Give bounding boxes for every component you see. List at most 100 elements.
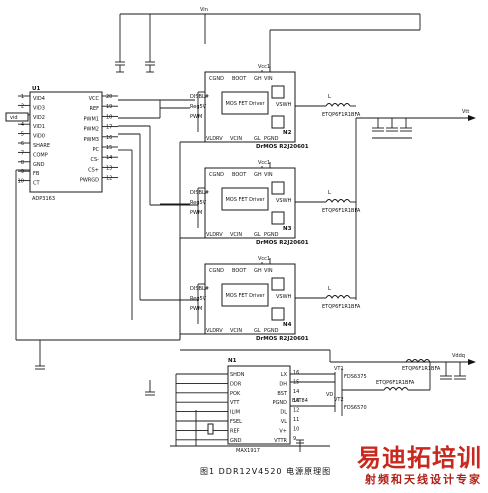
drmos-pin-boot: BOOT (232, 268, 247, 274)
vcc1-label: Vcc1 (258, 160, 270, 166)
drmos-part: DrMOS R2J20601 (256, 240, 309, 246)
fds6570-label: FDS6570 (344, 405, 367, 411)
controller-adp3163: U1 ADP3163 VID41VID32VID23VID14VID05SHAR… (18, 86, 118, 202)
drmos-part: DrMOS R2J20601 (256, 336, 309, 342)
ddr-pin-left: VTT (230, 400, 240, 406)
drmos-pin-vcin: VCIN (230, 136, 242, 142)
ddr-pin-num: 13 (293, 398, 299, 404)
bat-diode-label: BAT84 (292, 398, 308, 404)
drmos-pin-boot: BOOT (232, 76, 247, 82)
inductor-part: ETQP6F1R1BFA (322, 112, 361, 118)
drmos-pin-vsw: VSWH (276, 294, 292, 300)
drmos-pin-vcin: VCIN (230, 328, 242, 334)
controller-pin-left: VID3 (33, 105, 45, 111)
drmos-pin-pwm: PWM (190, 306, 202, 312)
drmos-pin-pwm: PWM (190, 114, 202, 120)
controller-pin-right: VCC (89, 96, 100, 102)
controller-pin-num-right: 14 (106, 155, 112, 161)
watermark-subtitle: 射频和天线设计专家 (365, 473, 482, 486)
drmos-pin-gl: GL (254, 232, 261, 238)
drmos-pin-vin: VIN (264, 172, 273, 178)
drmos-pin-reg: Reg5V (190, 200, 207, 206)
watermark-title: 易迪拓培训 (357, 444, 482, 472)
controller-ref: U1 (32, 86, 40, 92)
drmos-pin-reg: Reg5V (190, 104, 207, 110)
drmos-pin-vldrv: VLDRV (206, 136, 223, 142)
controller-pin-num-left: 5 (21, 132, 24, 138)
drmos-pin-cgnd: CGND (209, 172, 224, 178)
controller-part: ADP3163 (32, 196, 55, 202)
ddr-pin-num: 12 (293, 408, 299, 414)
vcc1-label: Vcc1 (258, 256, 270, 262)
drmos-pin-gh: GH (254, 172, 262, 178)
ddr-pin-left: FSEL (230, 419, 242, 425)
drmos-pin-pgnd: PGND (264, 136, 279, 142)
drmos-pin-boot: BOOT (232, 172, 247, 178)
drmos-pin-pgnd: PGND (264, 232, 279, 238)
controller-pin-num-left: 9 (21, 169, 24, 175)
drmos-driver-core: MOS FET Driver (225, 101, 265, 107)
ddr-pin-left: GND (230, 438, 242, 444)
fds6375-label: FDS6375 (344, 374, 367, 380)
controller-pin-right: PC (92, 147, 99, 153)
drmos-pin-gl: GL (254, 328, 261, 334)
drmos-pin-vin: VIN (264, 268, 273, 274)
controller-pin-num-right: 17 (106, 125, 112, 131)
ddr-pin-right: DH (279, 381, 287, 387)
controller-pin-right: PWM2 (84, 127, 99, 133)
controller-pin-num-right: 19 (106, 104, 112, 110)
drmos-pin-gh: GH (254, 76, 262, 82)
controller-pin-num-left: 10 (18, 179, 24, 185)
drmos-ref: N3 (283, 226, 292, 232)
output-rail-vtt: Vtt (355, 109, 476, 300)
drmos-part: DrMOS R2J20601 (256, 144, 309, 150)
ddr-pin-right: VTTR (274, 438, 287, 444)
ddr-pin-num: 16 (293, 370, 299, 376)
controller-pin-right: CS- (91, 157, 100, 163)
vd-label: VD (326, 392, 333, 398)
input-capacitors (115, 61, 155, 73)
ddr-reg-part: MAX1917 (236, 448, 260, 454)
vid-label: vid (10, 115, 18, 121)
ddr-pin-right: V+ (279, 428, 287, 434)
controller-pin-left: VID2 (33, 115, 45, 121)
ddr-pin-right: VL (281, 419, 287, 425)
vt2-label: VT2 (334, 397, 344, 403)
controller-pin-right: PWM3 (84, 137, 99, 143)
drmos-driver-core: MOS FET Driver (225, 293, 265, 299)
controller-pin-left: VID1 (33, 124, 45, 130)
drmos-pin-pwm: PWM (190, 210, 202, 216)
controller-pin-num-left: 4 (21, 122, 24, 128)
controller-pin-left: CT (33, 181, 40, 187)
controller-pin-num-right: 12 (106, 176, 112, 182)
drmos-pin-vldrv: VLDRV (206, 328, 223, 334)
ddr-inductor-top-label: ETQP6F1R1BFA (402, 366, 441, 372)
inductor-ref: L (328, 94, 331, 100)
inductor-part: ETQP6F1R1BFA (322, 208, 361, 214)
ddr-pin-num: 11 (293, 417, 299, 423)
vin-rail: Vin (119, 7, 421, 72)
controller-pin-num-left: 6 (21, 141, 24, 147)
ddr-reg-ref: N1 (228, 358, 237, 364)
controller-pin-num-right: 18 (106, 114, 112, 120)
controller-pin-num-right: 16 (106, 135, 112, 141)
controller-pin-num-left: 2 (21, 103, 24, 109)
drmos-pin-cgnd: CGND (209, 268, 224, 274)
figure-caption: 图1 DDR12V4520 电源原理图 (200, 467, 332, 476)
drmos-pin-disbl: DISBL# (190, 94, 209, 100)
ddr-pin-right: BST (277, 391, 288, 397)
drmos-pin-vldrv: VLDRV (206, 232, 223, 238)
drmos-driver-core: MOS FET Driver (225, 197, 265, 203)
ddr-pin-right: LX (281, 372, 288, 378)
controller-pin-left: VID4 (33, 96, 45, 102)
vin-label: Vin (200, 7, 208, 13)
drmos-pin-vsw: VSWH (276, 102, 292, 108)
drmos-pin-disbl: DISBL# (190, 286, 209, 292)
ddr-pin-num: 9 (293, 436, 296, 442)
drmos-ref: N2 (283, 130, 292, 136)
inductor-ref: L (328, 190, 331, 196)
